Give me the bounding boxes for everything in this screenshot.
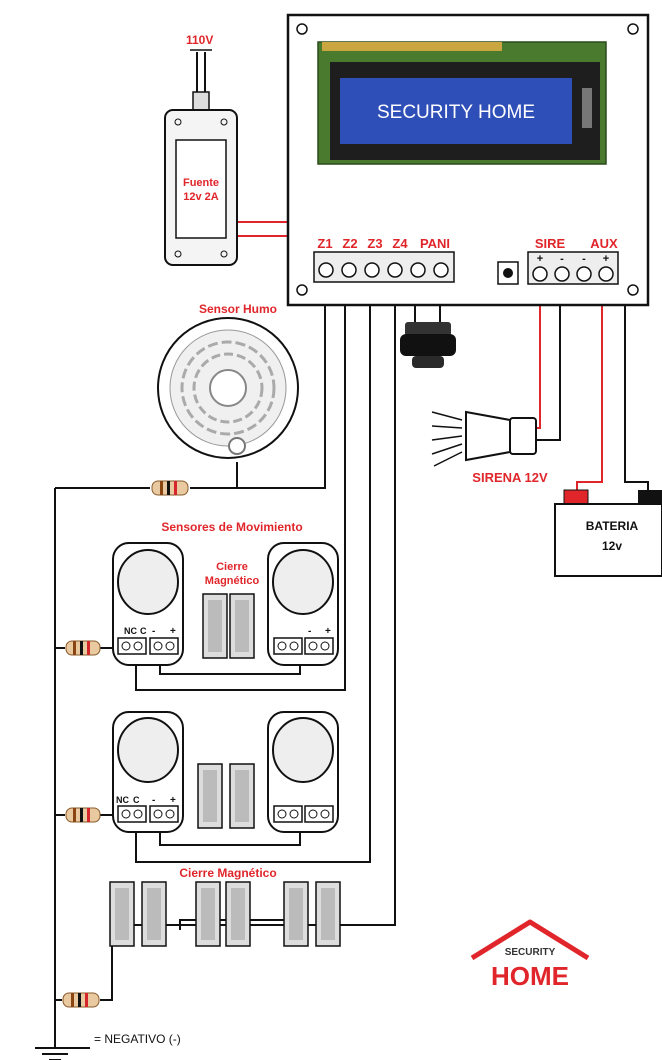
- resistors: [62, 480, 189, 1008]
- panic-button: [400, 322, 456, 368]
- lcd-screen: [340, 78, 572, 144]
- motion-sensor-row1-left: NC C - +: [112, 542, 184, 666]
- black-wires: [35, 282, 649, 1060]
- lcd-display-text: SECURITY HOME: [377, 102, 535, 123]
- motion-sensors-title: Sensores de Movimiento: [161, 520, 302, 534]
- motion-sensors-group: Sensores de Movimiento Cierre Magnético …: [112, 520, 339, 833]
- resistor-smoke: [151, 480, 189, 496]
- magnetic-contact-b: [195, 881, 251, 947]
- logo-top-text: SECURITY: [505, 947, 556, 958]
- logo-bottom-text: HOME: [491, 961, 569, 991]
- magnetic-label-line1: Cierre: [216, 561, 248, 573]
- zone-label-z2: Z2: [342, 236, 357, 251]
- terminal-plus-label: +: [170, 795, 176, 806]
- aux-minus-sign: -: [582, 253, 586, 265]
- siren: SIRENA 12V: [431, 410, 548, 485]
- battery-label-line1: BATERIA: [586, 519, 639, 533]
- siren-terminal-label: SIRE: [535, 236, 566, 251]
- siren-plus-sign: +: [537, 253, 543, 265]
- power-supply: 110V Fuente 12v 2A: [164, 33, 238, 266]
- supply-label-line2: 12v 2A: [183, 191, 219, 203]
- resistor-motion-1: [65, 640, 101, 656]
- battery: BATERIA 12v: [554, 489, 662, 577]
- red-wires: [237, 221, 603, 492]
- motion-sensor-row1-right: - +: [267, 542, 339, 666]
- magnetic-contact-c: [283, 881, 341, 947]
- magnetic-contact-a: [109, 881, 167, 947]
- ground-legend: = NEGATIVO (-): [94, 1032, 181, 1046]
- zone-terminal-block: [313, 251, 455, 283]
- terminal-plus-label: +: [170, 626, 176, 637]
- aux-terminal-label: AUX: [590, 236, 618, 251]
- terminal-nc-label: NC: [116, 795, 129, 805]
- siren-label: SIRENA 12V: [472, 470, 548, 485]
- siren-minus-sign: -: [560, 253, 564, 265]
- zone-label-z1: Z1: [317, 236, 332, 251]
- motion-sensor-row2-right: [267, 711, 339, 833]
- resistor-motion-2: [65, 807, 101, 823]
- motion-sensor-row2-left: NC C - +: [112, 711, 184, 833]
- zone-label-z4: Z4: [392, 236, 408, 251]
- resistor-magnetic: [62, 992, 100, 1008]
- magnetic-contact-row1: [202, 593, 255, 659]
- magnetic-label-line2: Magnético: [205, 575, 260, 587]
- terminal-nc-label: NC: [124, 626, 137, 636]
- terminal-plus-label: +: [325, 626, 331, 637]
- aux-plus-sign: +: [603, 253, 609, 265]
- voltage-label: 110V: [186, 33, 213, 47]
- terminal-c-label: C: [133, 795, 140, 805]
- terminal-minus-label: -: [308, 626, 311, 637]
- zone-label-z3: Z3: [367, 236, 382, 251]
- terminal-minus-label: -: [152, 626, 155, 637]
- supply-label-line1: Fuente: [183, 177, 219, 189]
- control-panel: SECURITY HOME: [286, 13, 650, 307]
- zone-labels: Z1 Z2 Z3 Z4 PANI SIRE AUX: [317, 236, 618, 251]
- terminal-c-label: C: [140, 626, 147, 636]
- zone-label-pani: PANI: [420, 236, 450, 251]
- battery-label-line2: 12v: [602, 539, 622, 553]
- magnetic-contacts-row: Cierre Magnético: [109, 866, 341, 947]
- siren-aux-terminal-block: + - - +: [497, 251, 619, 285]
- security-home-logo: SECURITY HOME: [470, 919, 590, 991]
- magnetic-contact-row2: [197, 763, 255, 829]
- magnetic-row-title: Cierre Magnético: [179, 866, 276, 880]
- terminal-minus-label: -: [152, 795, 155, 806]
- smoke-sensor: Sensor Humo: [157, 302, 299, 459]
- smoke-sensor-label: Sensor Humo: [199, 302, 277, 316]
